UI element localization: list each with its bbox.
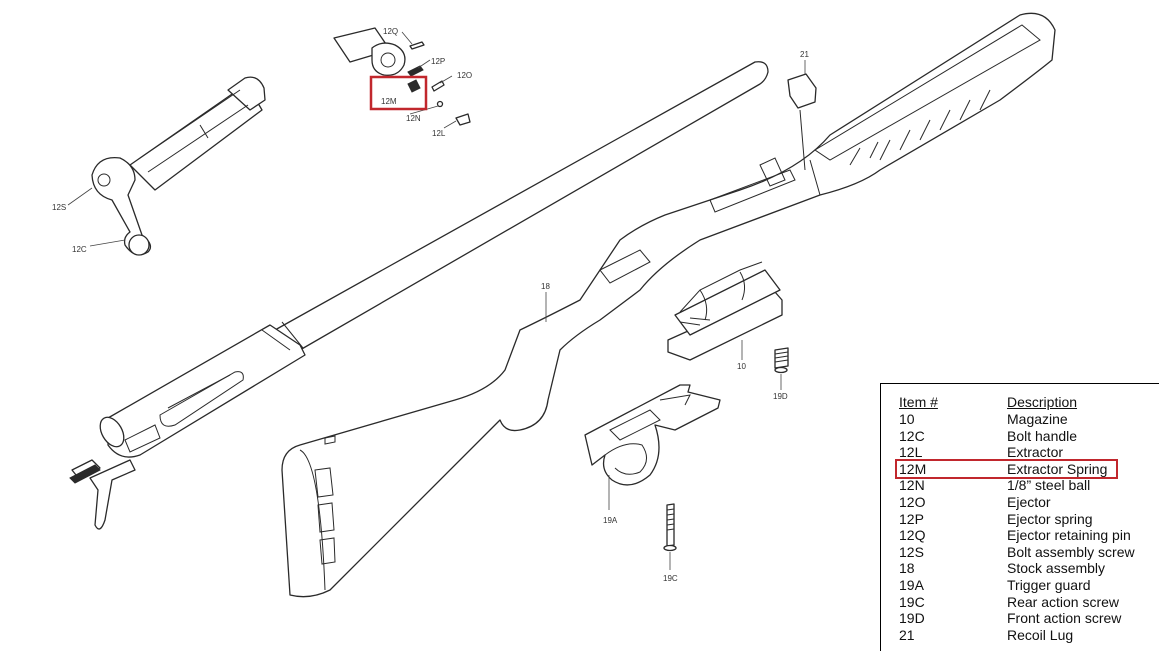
row-item-number: 12N bbox=[899, 477, 925, 494]
row-item-number: 12P bbox=[899, 510, 924, 527]
callout-12m: 12M bbox=[381, 97, 397, 106]
parts-table: Item # Description 10 Magazine 12C Bolt han… bbox=[880, 383, 1159, 651]
row-description: Bolt handle bbox=[1007, 427, 1078, 444]
row-description: Extractor Spring bbox=[1007, 460, 1108, 477]
bolt-assembly[interactable] bbox=[91, 76, 266, 256]
row-description: Bolt assembly screw bbox=[1007, 543, 1135, 560]
row-description: Magazine bbox=[1007, 411, 1068, 427]
callout-12n: 12N bbox=[406, 114, 421, 123]
magazine[interactable] bbox=[667, 261, 783, 361]
row-item-number: 19A bbox=[899, 577, 924, 593]
callout-19c: 19C bbox=[663, 574, 678, 583]
row-description: Ejector spring bbox=[1007, 510, 1093, 527]
stock-assembly[interactable] bbox=[281, 12, 1056, 598]
row-item-number: 12M bbox=[899, 460, 927, 477]
row-description: Ejector retaining pin bbox=[1007, 527, 1131, 544]
row-item-number: 12Q bbox=[899, 527, 926, 544]
row-description: Recoil Lug bbox=[1007, 626, 1074, 643]
row-item-number: 19D bbox=[899, 610, 925, 627]
front-action-screw[interactable] bbox=[774, 347, 789, 390]
row-description: Ejector bbox=[1007, 494, 1051, 510]
callout-12c: 12C bbox=[72, 245, 87, 254]
row-description: Extractor bbox=[1007, 444, 1064, 461]
row-item-number: 19C bbox=[899, 593, 925, 610]
callout-12q: 12Q bbox=[383, 27, 398, 36]
row-item-number: 10 bbox=[899, 411, 915, 427]
header-description: Description bbox=[1007, 394, 1078, 410]
bolt-head-parts[interactable] bbox=[333, 27, 471, 129]
row-item-number: 21 bbox=[899, 626, 915, 643]
row-description: Trigger guard bbox=[1007, 577, 1091, 593]
row-item-number: 12C bbox=[899, 427, 925, 444]
callout-12s: 12S bbox=[52, 203, 66, 212]
callout-10: 10 bbox=[737, 362, 746, 371]
callout-12p: 12P bbox=[431, 57, 445, 66]
row-item-number: 12L bbox=[899, 444, 923, 461]
callout-18: 18 bbox=[541, 282, 550, 291]
callout-21: 21 bbox=[800, 50, 809, 59]
callout-19d: 19D bbox=[773, 392, 788, 401]
row-item-number: 12O bbox=[899, 494, 926, 510]
header-item: Item # bbox=[899, 394, 938, 410]
row-item-number: 18 bbox=[899, 560, 915, 577]
barreled-action[interactable] bbox=[69, 61, 769, 530]
leader-lines bbox=[67, 187, 547, 322]
highlight-box-12m bbox=[369, 75, 428, 111]
trigger-guard[interactable] bbox=[584, 384, 721, 510]
recoil-lug[interactable] bbox=[787, 60, 817, 109]
row-description: 1/8” steel ball bbox=[1007, 477, 1091, 494]
row-item-number: 12S bbox=[899, 543, 924, 560]
row-description: Front action screw bbox=[1007, 610, 1122, 627]
callout-19a: 19A bbox=[603, 516, 618, 525]
rear-action-screw[interactable] bbox=[663, 503, 677, 570]
row-description: Rear action screw bbox=[1007, 593, 1120, 610]
highlight-box-row-12m bbox=[895, 459, 1118, 479]
callout-12l: 12L bbox=[432, 129, 446, 138]
row-description: Stock assembly bbox=[1007, 560, 1106, 577]
callout-12o: 12O bbox=[457, 71, 472, 80]
